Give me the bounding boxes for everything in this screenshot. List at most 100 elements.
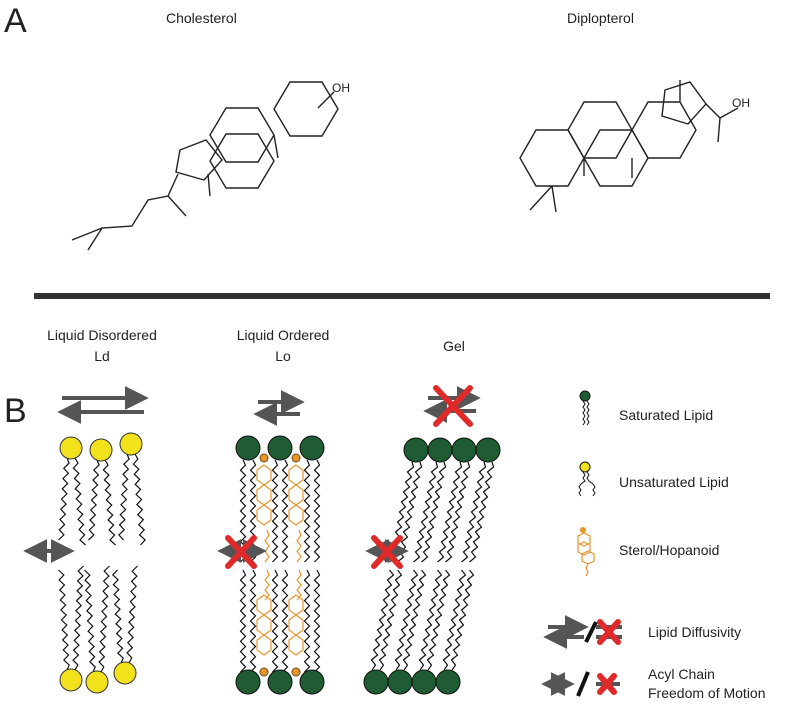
- diplopterol-methyl-b: [551, 185, 557, 213]
- cholesterol-side-chain: [87, 173, 179, 251]
- gel-top-tail: [445, 461, 471, 563]
- gel-bottom-tail: [418, 569, 443, 671]
- diplopterol-oh-bond: [719, 107, 739, 119]
- membrane-diagrams: [58, 432, 501, 695]
- lo-sterol-ring: [288, 504, 304, 526]
- ld-bottom-tail: [84, 569, 96, 673]
- ld-bottom-tail: [98, 565, 110, 673]
- legend-saturated-label: Saturated Lipid: [619, 407, 714, 423]
- phase-ld-line2: Ld: [94, 348, 110, 364]
- legend-diffusivity-label: Lipid Diffusivity: [648, 624, 742, 640]
- diffusion-arrows: [57, 386, 481, 426]
- lo-sterol-ring: [288, 464, 304, 486]
- panel-b-letter: B: [4, 392, 27, 430]
- phase-lo-line2: Lo: [275, 348, 291, 364]
- lo-bottom-tail: [313, 569, 321, 673]
- ld-top-tail: [102, 459, 116, 546]
- cholesterol-methyl-d: [273, 134, 279, 159]
- ld-bottom-head: [113, 661, 137, 685]
- block-marks: [225, 385, 473, 569]
- ld-bottom-head: [85, 670, 109, 694]
- ld-top-head: [119, 432, 143, 456]
- panel-a-letter: A: [4, 2, 27, 40]
- cholesterol-structure: [71, 81, 339, 251]
- gel-top-head: [427, 437, 453, 463]
- legend-unsaturated-label: Unsaturated Lipid: [619, 474, 729, 490]
- lo-top-tail: [313, 459, 321, 563]
- ld-top-head: [89, 438, 113, 462]
- lo-sterol-ring: [256, 484, 272, 506]
- ld-top-tail: [88, 459, 100, 541]
- gel-top-tail: [461, 461, 487, 563]
- diplopterol-ring-d: [631, 101, 697, 159]
- lo-top-tail: [281, 459, 289, 563]
- lo-sterol-tail: [264, 529, 270, 563]
- legend-sterol-icon: [577, 527, 595, 577]
- diplopterol-name: Diplopterol: [567, 10, 634, 26]
- cholesterol-oh-bond: [317, 91, 335, 109]
- phase-label-ld: Liquid Disordered Ld: [22, 325, 182, 367]
- lo-bottom-head: [267, 669, 293, 695]
- ld-bottom-tail: [72, 565, 84, 671]
- gel-bottom-head: [387, 669, 413, 695]
- lo-bottom-head: [235, 669, 261, 695]
- cholesterol-ring-b: [273, 81, 339, 137]
- lo-sterol-ring: [256, 614, 272, 636]
- diplopterol-oh-label: OH: [732, 96, 750, 110]
- gel-bottom-tail: [426, 569, 451, 671]
- lo-sterol-tail: [296, 529, 302, 563]
- diplopterol-side-chain-a: [705, 103, 721, 119]
- ld-bottom-head: [59, 668, 83, 692]
- lo-sterol-ring: [288, 614, 304, 636]
- lo-bottom-tail: [249, 569, 257, 673]
- phase-label-lo: Liquid Ordered Lo: [203, 325, 363, 367]
- lo-top-head: [299, 435, 325, 461]
- lo-top-tail: [303, 459, 311, 563]
- phase-lo-line1: Liquid Ordered: [236, 327, 330, 343]
- diplopterol-side-chain-b: [717, 117, 721, 143]
- ld-top-tail: [58, 457, 70, 541]
- legend-acyl-line2: Freedom of Motion: [648, 685, 766, 701]
- lo-sterol-ring: [256, 504, 272, 526]
- gel-top-tail: [469, 461, 495, 563]
- lo-sterol-ring: [288, 594, 304, 616]
- lo-sterol-tail: [296, 569, 302, 601]
- gel-bottom-tail: [370, 569, 395, 671]
- ld-top-tail: [72, 457, 86, 546]
- lo-bottom-tail: [303, 569, 311, 673]
- lo-top-tail: [271, 459, 279, 563]
- lo-sterol-head: [259, 453, 269, 463]
- lo-sterol-head: [291, 453, 301, 463]
- legend-saturated-icon: [579, 390, 591, 426]
- gel-bottom-tail: [394, 569, 419, 671]
- cholesterol-ring-d: [175, 139, 223, 181]
- phase-gel-line1: Gel: [443, 338, 465, 354]
- lo-sterol-ring: [256, 464, 272, 486]
- legend-diffusivity-icon: [543, 615, 622, 649]
- lo-top-tail: [249, 459, 257, 563]
- ld-top-tail: [118, 453, 130, 541]
- diplopterol-structure: [519, 80, 739, 213]
- lo-bottom-head: [299, 669, 325, 695]
- gel-bottom-head: [435, 669, 461, 695]
- lo-bottom-tail: [271, 569, 279, 673]
- lo-top-head: [267, 435, 293, 461]
- gel-top-head: [475, 437, 501, 463]
- cholesterol-methyl-c: [207, 173, 211, 197]
- gel-diffusion-block-x: [433, 385, 473, 427]
- lo-bottom-tail: [281, 569, 289, 673]
- lo-top-head: [235, 435, 261, 461]
- gel-top-tail: [397, 461, 423, 563]
- lo-sterol-head: [291, 667, 301, 677]
- lo-sterol-ring: [288, 484, 304, 506]
- lo-acyl-block-x: [225, 535, 257, 569]
- diplopterol-methyl-a: [529, 185, 553, 211]
- ld-bottom-tail: [58, 569, 70, 671]
- cholesterol-name: Cholesterol: [166, 10, 237, 26]
- ld-bottom-tail: [126, 565, 138, 664]
- gel-bottom-tail: [442, 569, 467, 671]
- cholesterol-methyl-b: [167, 195, 187, 217]
- cholesterol-methyl-a: [71, 227, 103, 241]
- legend-sterol-label: Sterol/Hopanoid: [619, 542, 720, 558]
